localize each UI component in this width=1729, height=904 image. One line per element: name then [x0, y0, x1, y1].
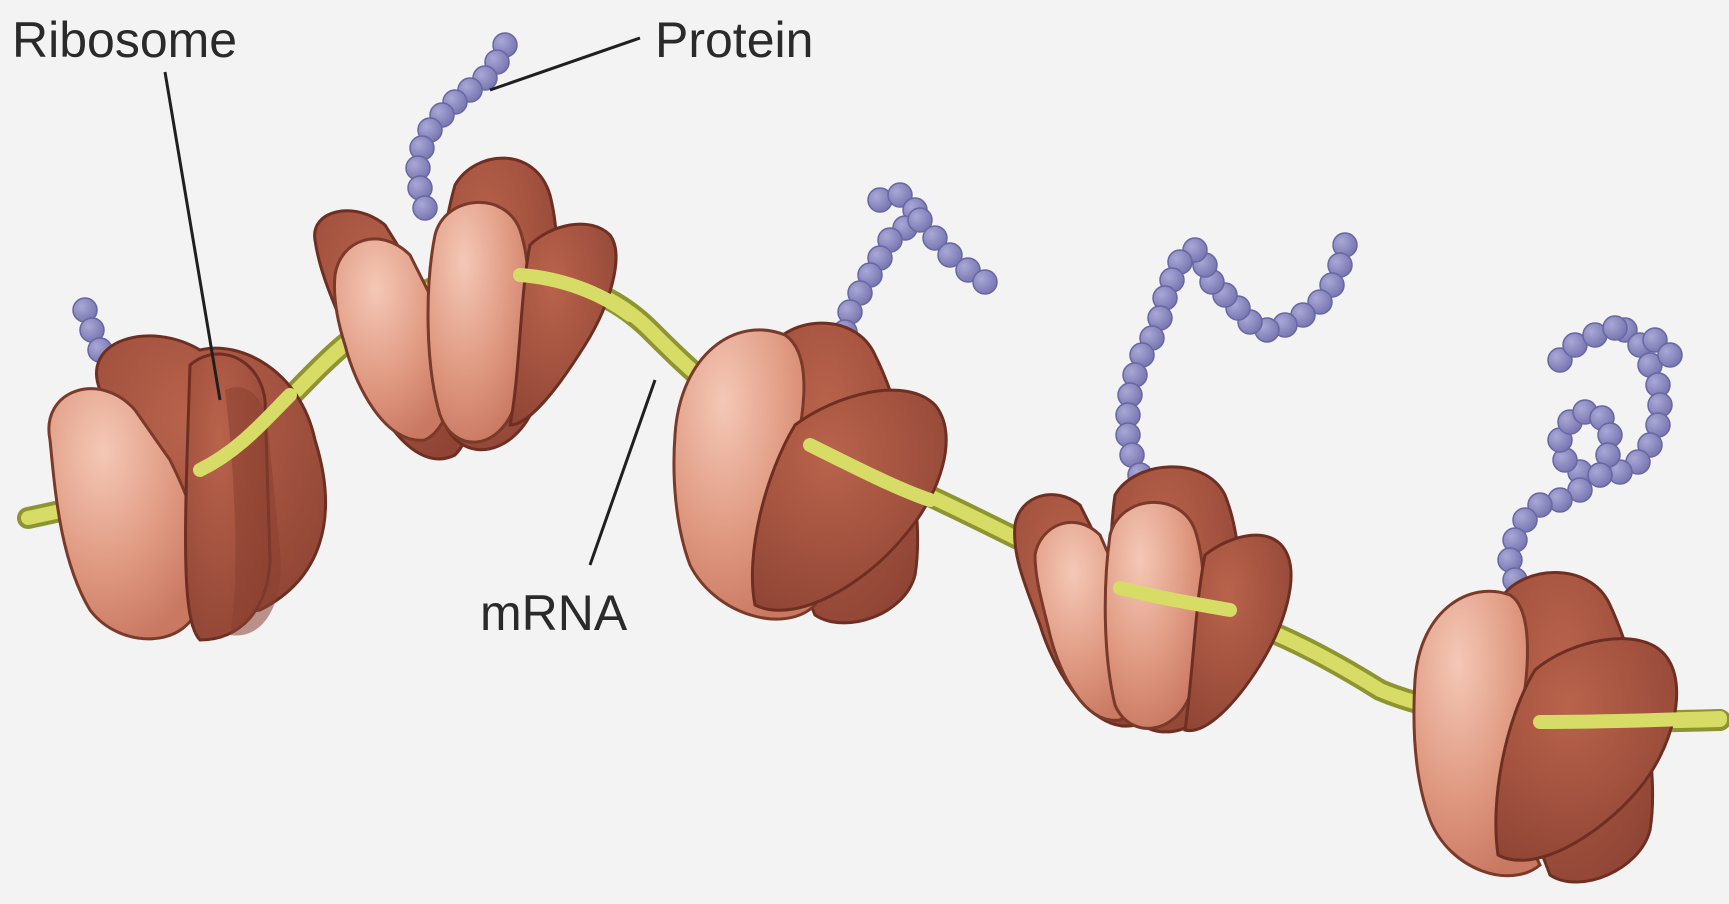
- ribosome-3: [674, 323, 946, 623]
- mrna-front-segment: [1540, 718, 1720, 722]
- protein-bead: [973, 270, 997, 294]
- ribosome-2: [315, 158, 616, 459]
- mrna-leader-line: [590, 380, 655, 565]
- protein-bead: [1658, 343, 1682, 367]
- protein-bead: [1588, 463, 1612, 487]
- protein-bead: [1603, 316, 1627, 340]
- protein-label: Protein: [655, 12, 813, 68]
- protein-bead: [413, 196, 437, 220]
- mrna-label: mRNA: [480, 585, 628, 641]
- ribosome-label: Ribosome: [12, 12, 237, 68]
- ribosome-1: [49, 336, 326, 640]
